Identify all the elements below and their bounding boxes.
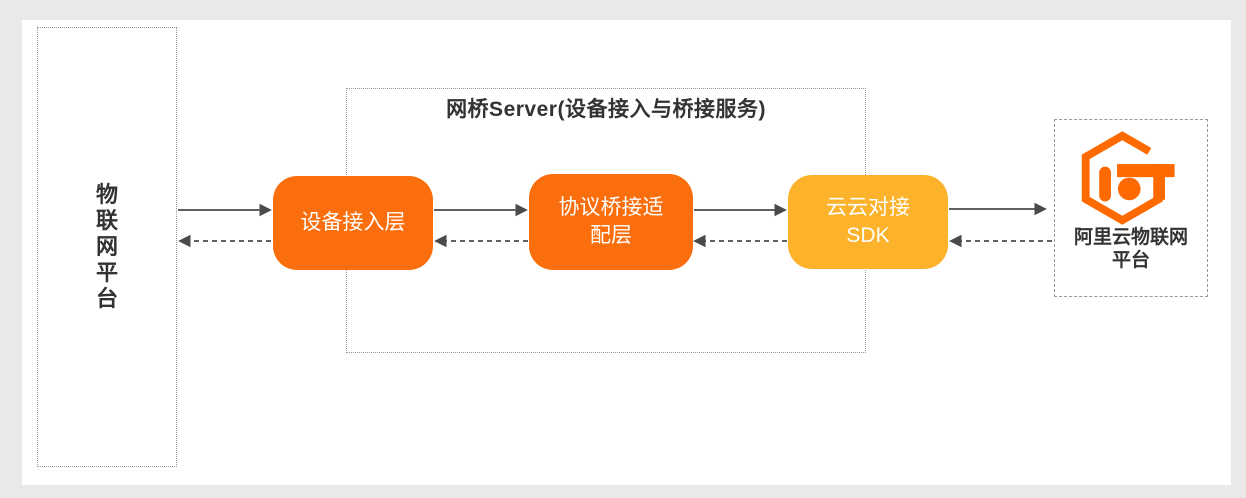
protocol-bridge-adapter-label-line2: 配层 (590, 224, 632, 247)
cloud-to-cloud-sdk-label-line2: SDK (846, 224, 890, 247)
iot-platform-panel: 物联网平台 (37, 27, 177, 467)
iot-platform-label: 物联网平台 (95, 182, 118, 311)
device-access-layer-box: 设备接入层 (273, 176, 433, 270)
cloud-to-cloud-sdk-label-line1: 云云对接 (826, 196, 910, 219)
aliyun-iot-label-line1: 阿里云物联网 (1073, 227, 1188, 248)
aliyun-iot-logo-icon (1070, 130, 1192, 226)
aliyun-iot-panel: 阿里云物联网 平台 (1054, 119, 1208, 297)
protocol-bridge-adapter-label-line1: 协议桥接适 (558, 196, 664, 219)
device-access-layer-label: 设备接入层 (300, 211, 406, 234)
protocol-bridge-adapter-box: 协议桥接适 配层 (529, 174, 693, 270)
cloud-to-cloud-sdk-box: 云云对接 SDK (788, 175, 948, 269)
aliyun-iot-label-line2: 平台 (1111, 250, 1150, 271)
aliyun-iot-label: 阿里云物联网 平台 (1074, 226, 1188, 272)
bridge-server-title: 网桥Server(设备接入与桥接服务) (446, 98, 766, 121)
